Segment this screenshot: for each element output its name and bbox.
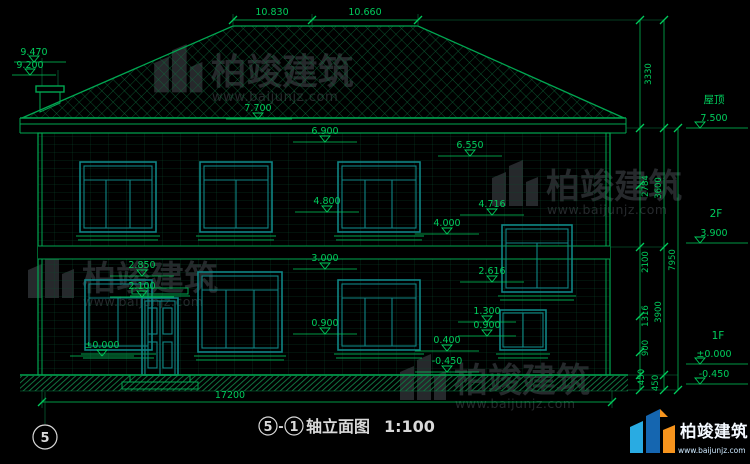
svg-text:450: 450 [637,369,647,385]
window-2f-left [76,161,160,241]
svg-text:7950: 7950 [668,249,678,271]
svg-text:1316: 1316 [641,305,651,327]
elevation-marker: 7.700 [226,103,292,120]
elevation-marker: 4.800 [295,196,359,213]
svg-text:3.900: 3.900 [700,228,727,239]
elevation-marker: 4.000 [415,218,479,235]
svg-text:2100: 2100 [641,251,651,273]
elevation-marker: 3.000 [293,253,357,270]
svg-text:5: 5 [263,420,272,435]
brand-logo-icon [630,409,675,453]
elevation-marker: ±0.000 [70,340,134,357]
svg-text:6.900: 6.900 [311,126,338,137]
svg-text:1F: 1F [712,330,725,342]
svg-text:3900: 3900 [654,301,664,323]
svg-text:±0.000: ±0.000 [696,349,731,360]
elevation-marker: -0.450 [415,356,479,373]
elevation-marker: 1.300 [458,306,516,323]
dim-ridge-right: 10.660 [348,7,381,18]
house-elevation [19,25,628,392]
svg-text:7.700: 7.700 [244,103,271,114]
dim-ridge-left: 10.830 [255,7,288,18]
window-stair [498,224,576,301]
chimney-base-level: 9.200 [16,60,43,71]
svg-text:3330: 3330 [644,63,654,85]
brand-logo: 柏竣建筑 www.baijunjz.com [630,409,748,455]
window-2f-mid [196,161,276,241]
drawing-title: 5 - 1 轴立面图 1:100 [258,416,435,436]
entry-door [130,287,190,376]
roof [21,25,625,119]
svg-text:1.300: 1.300 [473,306,500,317]
dim-top-ridge: 10.830 10.660 [228,7,664,26]
svg-text:2784: 2784 [641,175,651,197]
svg-text:2.850: 2.850 [128,260,155,271]
svg-text:0.900: 0.900 [473,320,500,331]
elevation-marker: 4.716 [460,199,524,216]
elevation-marker: 6.900 [293,126,357,143]
dimensions: 10.830 10.660 9.470 9.200 7.700 6.900 6.… [12,7,748,408]
level-marker-roof: 屋顶 7.500 [686,94,748,129]
title-axis-start-bubble [258,416,278,436]
window-1f-mid [194,271,286,361]
dim-bottom-width: 17200 [37,390,617,408]
svg-text:3.000: 3.000 [311,253,338,264]
svg-text:17200: 17200 [215,390,245,401]
window-1f-right [334,279,424,359]
svg-text:-0.450: -0.450 [432,356,463,367]
svg-text:4.800: 4.800 [313,196,340,207]
level-marker-2f: 2F 3.900 [686,208,748,244]
brand-logo-url: www.baijunjz.com [678,446,746,455]
svg-text:4.716: 4.716 [478,199,505,210]
svg-text:5: 5 [40,431,49,446]
floor-band [38,245,610,260]
svg-text:2F: 2F [710,208,723,220]
elevation-marker: 2.616 [460,266,524,283]
svg-text:450: 450 [651,375,661,391]
level-marker-1f: 1F ±0.000 [686,330,748,365]
svg-text:2.616: 2.616 [478,266,505,277]
svg-text:-: - [278,420,283,435]
window-2f-right [334,161,424,241]
axis-bubble: 5 [32,392,58,450]
svg-text:-0.450: -0.450 [699,369,730,380]
elevation-marker: 0.400 [415,335,479,352]
svg-text:0.900: 0.900 [311,318,338,329]
dim-right-chain: 3330 2784 3600 2100 7950 1316 3900 900 4… [610,15,683,395]
svg-text:3600: 3600 [654,177,664,199]
title-scale: 1:100 [384,417,435,436]
svg-text:900: 900 [641,340,651,356]
svg-text:1: 1 [289,420,298,435]
ground [20,374,628,392]
svg-text:0.400: 0.400 [433,335,460,346]
svg-text:±0.000: ±0.000 [84,340,119,351]
chimney-top-level: 9.470 [20,47,47,58]
brand-logo-name: 柏竣建筑 [680,421,748,441]
svg-text:2.100: 2.100 [128,281,155,292]
window-1f-small [496,309,550,359]
title-text: 轴立面图 [306,417,370,436]
elevation-marker: 2.850 [110,260,174,277]
title-axis-end-bubble [284,416,304,436]
elevation-marker: 6.550 [438,140,502,157]
elevation-marker: 0.900 [293,318,357,335]
svg-text:4.000: 4.000 [433,218,460,229]
elevation-marker: 2.100 [110,281,174,298]
chimney-level-markers: 9.470 9.200 [12,47,66,76]
elevation-marker: 0.900 [458,320,516,337]
svg-text:屋顶: 屋顶 [704,94,725,106]
svg-text:7.500: 7.500 [700,113,727,124]
level-marker-below-grade: -0.450 [686,369,748,385]
svg-text:6.550: 6.550 [456,140,483,151]
